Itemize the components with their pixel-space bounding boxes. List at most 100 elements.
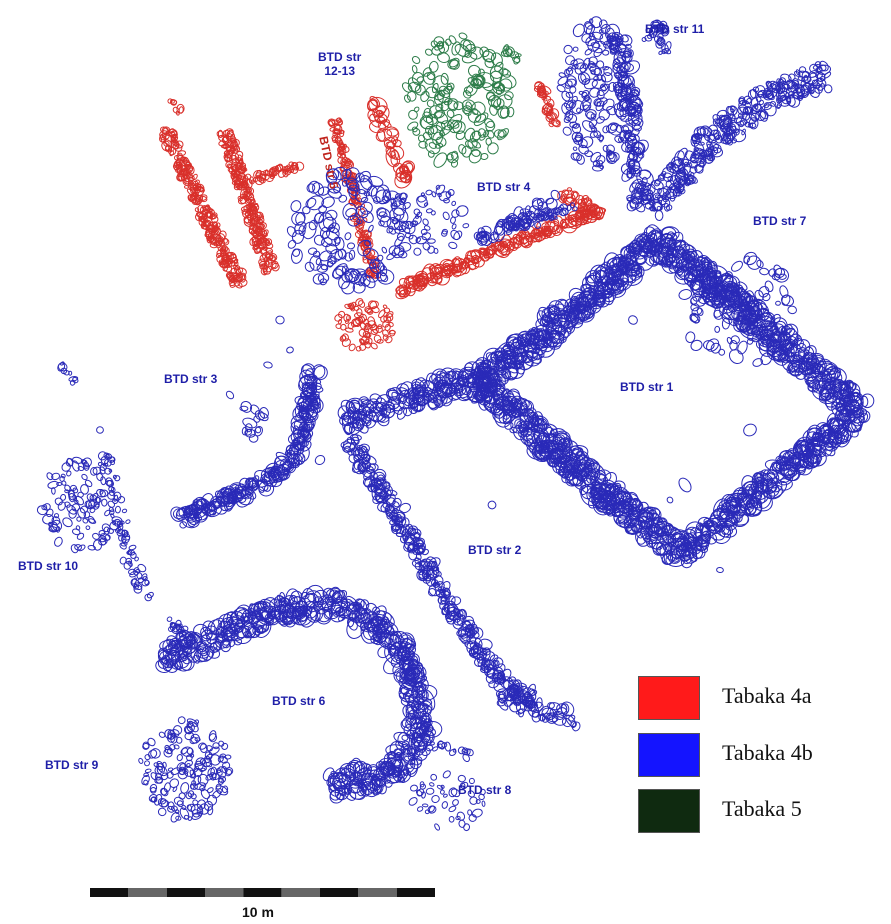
stone — [590, 113, 597, 120]
stone — [451, 41, 461, 56]
stone — [256, 247, 262, 254]
stone — [195, 183, 202, 191]
stone — [374, 113, 388, 125]
stone — [207, 224, 214, 230]
stone — [482, 48, 497, 63]
stone — [231, 138, 240, 147]
stone — [54, 497, 63, 506]
stone — [378, 309, 386, 319]
stone — [426, 71, 436, 81]
stone — [414, 84, 426, 96]
stone — [256, 217, 262, 222]
stone — [453, 101, 464, 111]
stone — [471, 148, 481, 157]
stone — [344, 162, 350, 169]
stone — [436, 40, 445, 50]
stone — [131, 577, 138, 585]
stone — [333, 128, 339, 134]
stone — [401, 161, 414, 174]
stone — [446, 114, 463, 129]
stone — [452, 120, 466, 135]
stone — [184, 184, 189, 189]
stone — [499, 74, 517, 89]
stone — [493, 98, 505, 110]
stone — [411, 55, 421, 65]
stone — [462, 39, 472, 53]
stone — [473, 112, 489, 127]
stone — [117, 496, 126, 504]
stone — [254, 426, 262, 434]
stone — [413, 247, 422, 256]
stone — [743, 423, 757, 437]
stone — [565, 99, 577, 111]
stone — [433, 247, 439, 254]
stone — [435, 136, 447, 147]
stone — [320, 264, 328, 271]
stone — [775, 300, 781, 306]
stone — [222, 135, 229, 143]
stone — [338, 319, 342, 325]
stone — [463, 86, 474, 94]
stone — [357, 208, 366, 217]
stone — [236, 267, 247, 277]
stone — [490, 70, 503, 83]
stone — [369, 273, 375, 279]
stone — [413, 106, 420, 113]
stone — [177, 150, 187, 157]
stone — [259, 177, 266, 184]
stone — [104, 467, 112, 475]
stone — [504, 91, 514, 101]
stone — [407, 121, 419, 131]
stone — [477, 128, 487, 138]
stone — [423, 107, 432, 118]
stone — [463, 107, 472, 116]
stone — [433, 36, 445, 47]
stone — [450, 216, 456, 224]
stone — [478, 68, 485, 76]
stone — [256, 174, 262, 183]
stone — [272, 166, 278, 172]
stone — [628, 315, 638, 325]
stone — [262, 233, 268, 238]
stone — [230, 154, 238, 163]
stone — [114, 505, 121, 514]
stone — [285, 164, 291, 170]
stone — [571, 206, 578, 212]
stone — [274, 164, 282, 173]
stone — [224, 150, 233, 159]
stone — [169, 150, 175, 157]
stone — [563, 44, 573, 55]
stone — [469, 46, 484, 60]
stone — [497, 129, 507, 138]
stone — [658, 50, 663, 55]
stone — [535, 697, 543, 709]
stone — [451, 223, 457, 230]
stone — [427, 238, 436, 244]
stone — [60, 473, 66, 479]
stone — [238, 166, 245, 175]
stone — [381, 246, 388, 254]
stone — [433, 152, 448, 168]
stone — [392, 139, 402, 148]
stone — [391, 149, 399, 160]
stone — [485, 120, 496, 132]
stone — [490, 96, 502, 108]
stone — [408, 109, 418, 120]
stone — [425, 113, 439, 126]
stone — [447, 100, 458, 112]
stone — [191, 192, 197, 198]
stone — [294, 221, 307, 235]
stone — [246, 187, 255, 195]
stone — [253, 240, 262, 248]
stone — [272, 170, 278, 176]
stone — [85, 525, 91, 531]
stone — [424, 138, 441, 155]
stones-layer — [36, 16, 875, 832]
stone — [204, 210, 213, 218]
stone — [338, 310, 346, 319]
stone — [352, 215, 357, 221]
stone — [375, 128, 393, 142]
stone — [264, 242, 274, 249]
stone — [434, 93, 445, 101]
stone — [216, 234, 222, 240]
